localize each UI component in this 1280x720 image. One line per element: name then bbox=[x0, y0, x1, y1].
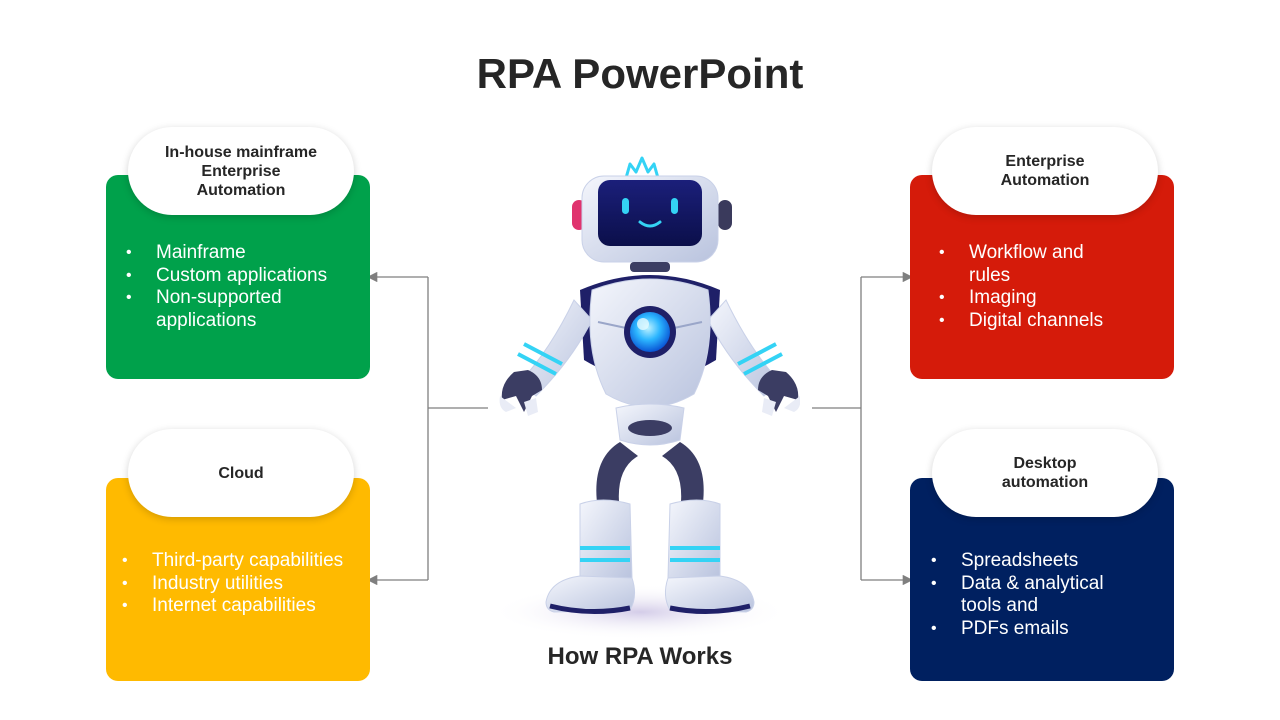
list-item: PDFs emails bbox=[931, 618, 1146, 641]
list-item: Digital channels bbox=[939, 310, 1129, 333]
list-item: Non-supported applications bbox=[126, 287, 366, 332]
list-item: Workflow and rules bbox=[939, 242, 1129, 287]
diagram-caption: How RPA Works bbox=[490, 643, 790, 671]
list-item: Third-party capabilities bbox=[122, 550, 362, 573]
list-item: Spreadsheets bbox=[931, 550, 1146, 573]
card-cloud-list: Third-party capabilities Industry utilit… bbox=[122, 550, 362, 618]
list-item: Internet capabilities bbox=[122, 595, 362, 618]
card-cloud-heading: Cloud bbox=[128, 429, 354, 517]
list-item: Custom applications bbox=[126, 265, 366, 288]
list-item: Industry utilities bbox=[122, 573, 362, 596]
card-desktop-heading: Desktop automation bbox=[932, 429, 1158, 517]
card-mainframe-list: Mainframe Custom applications Non-suppor… bbox=[126, 242, 366, 332]
card-enterprise-list: Workflow and rules Imaging Digital chann… bbox=[939, 242, 1129, 332]
list-item: Imaging bbox=[939, 287, 1129, 310]
card-mainframe-heading: In-house mainframe Enterprise Automation bbox=[128, 127, 354, 215]
list-item: Mainframe bbox=[126, 242, 366, 265]
robot-icon bbox=[480, 150, 800, 640]
list-item: Data & analytical tools and bbox=[931, 573, 1146, 618]
card-enterprise-heading: Enterprise Automation bbox=[932, 127, 1158, 215]
card-desktop-list: Spreadsheets Data & analytical tools and… bbox=[931, 550, 1146, 640]
